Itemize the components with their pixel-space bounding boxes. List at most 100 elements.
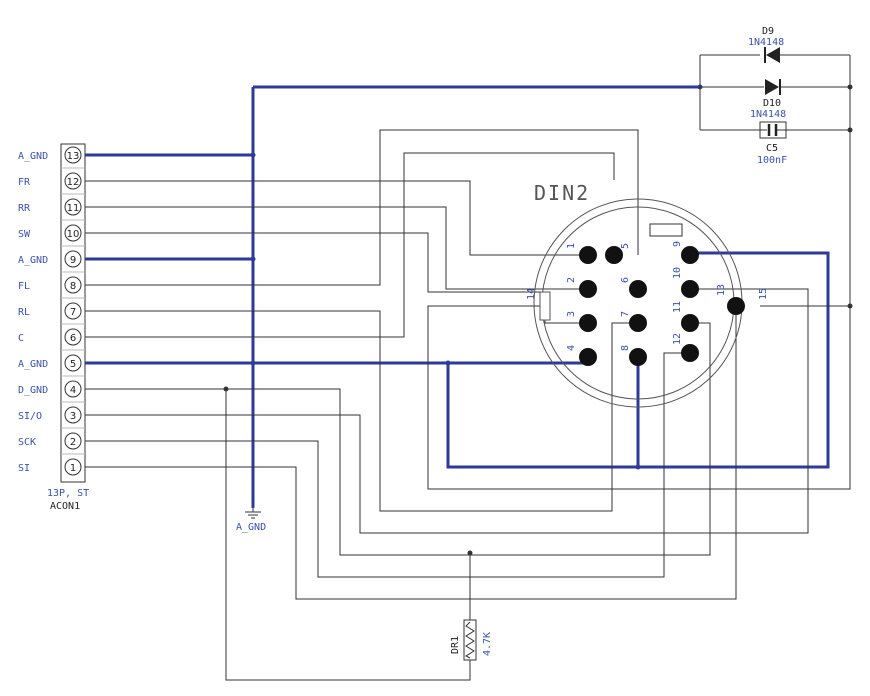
signal-wires [85, 55, 853, 681]
connector-pin-10: SW 10 [18, 219, 85, 242]
din-pin-7: 7 [620, 311, 647, 332]
agnd-net [85, 84, 830, 508]
d9-ref: D9 [762, 26, 774, 37]
connector-pin-label: SW [18, 229, 31, 240]
din-pin-number: 14 [526, 288, 537, 300]
connector-pin-number: 5 [70, 359, 76, 370]
connector-pin-number: 2 [70, 437, 76, 448]
connector-pin-label: SI/O [18, 411, 42, 422]
connector-pin-number: 3 [70, 411, 76, 422]
connector-pin-circle [64, 146, 82, 164]
connector-pin-label: A_GND [18, 255, 48, 266]
din-pin-number: 4 [566, 345, 577, 351]
d10-ref: D10 [763, 98, 781, 109]
din-pin-number: 1 [566, 243, 577, 249]
din-pin-15: 15 [758, 288, 769, 300]
connector-pin-number: 11 [67, 203, 80, 214]
din-pin-5: 5 [605, 243, 631, 264]
connector-pin-label: RR [18, 203, 31, 214]
connector-pin-11: RR 11 [18, 193, 85, 216]
c5-ref: C5 [766, 143, 778, 154]
connector-pin-7: RL 7 [18, 297, 85, 320]
connector-pin-label: A_GND [18, 359, 48, 370]
ground-label: A_GND [236, 522, 266, 533]
connector-pin-circle [64, 354, 82, 372]
diode-d10: D10 1N4148 [700, 79, 850, 120]
connector-pin-circle [64, 458, 82, 476]
connector-pin-circle [64, 224, 82, 242]
connector-pin-number: 4 [70, 385, 76, 396]
connector-pin-number: 7 [70, 307, 76, 318]
connector-pin-label: FR [18, 177, 31, 188]
connector-pin-circle [64, 432, 82, 450]
connector-ref: ACON1 [50, 501, 80, 512]
resistor-dr1: DR1 4.7K [450, 619, 493, 661]
din-pin-number: 7 [620, 311, 631, 317]
connector-pin-12: FR 12 [18, 167, 85, 190]
connector-pin-number: 13 [67, 151, 80, 162]
connector-pin-label: FL [18, 281, 30, 292]
connector-pin-label: A_GND [18, 151, 48, 162]
din-pin-12: 12 [672, 333, 699, 362]
din-pin-number: 2 [566, 277, 577, 283]
diode-d9: D9 1N4148 [700, 26, 850, 63]
din-pin-1: 1 [566, 243, 597, 264]
din-pin-number: 5 [620, 243, 631, 249]
din-pin-11: 11 [672, 301, 699, 332]
din-pin-13: 13 [716, 284, 745, 315]
connector-pin-circle [64, 302, 82, 320]
connector-pin-number: 9 [70, 255, 76, 266]
connector-pin-4: D_GND 4 [18, 375, 85, 398]
din-pin-6: 6 [620, 277, 647, 298]
connector-pin-label: RL [18, 307, 30, 318]
dr1-value: 4.7K [482, 632, 493, 656]
connector-pin-5: A_GND 5 [18, 349, 85, 372]
d9-value: 1N4148 [748, 37, 784, 48]
connector-pin-circle [64, 198, 82, 216]
connector-pin-number: 6 [70, 333, 76, 344]
din-pin-2: 2 [566, 277, 597, 298]
din-pin-number: 15 [758, 288, 769, 300]
ground-symbol: A_GND [236, 508, 266, 533]
connector-pin-3: SI/O 3 [18, 401, 85, 424]
connector-pin-13: A_GND 13 [18, 146, 82, 164]
din-pin-3: 3 [566, 311, 597, 332]
connector-pin-number: 12 [67, 177, 80, 188]
d10-value: 1N4148 [750, 109, 786, 120]
connector-pin-circle [64, 406, 82, 424]
connector-pin-9: A_GND 9 [18, 245, 85, 268]
din-pin-number: 12 [672, 333, 683, 345]
connector-pin-circle [64, 380, 82, 398]
connector-pin-2: SCK 2 [18, 427, 85, 450]
din-pin-number: 6 [620, 277, 631, 283]
din-pin-number: 8 [620, 345, 631, 351]
connector-pin-label: D_GND [18, 385, 48, 396]
connector-pin-number: 1 [70, 463, 76, 474]
din-pin-number: 9 [672, 241, 683, 247]
din-pin-number: 3 [566, 311, 577, 317]
din2-title: DIN2 [534, 181, 590, 205]
connector-type: 13P, ST [47, 488, 89, 499]
dr1-ref: DR1 [450, 636, 461, 654]
connector-pin-8: FL 8 [18, 271, 85, 294]
connector-pin-1: SI 1 [18, 453, 85, 476]
din-pin-4: 4 [566, 345, 597, 366]
connector-pin-circle [64, 276, 82, 294]
din-pin-number: 11 [672, 301, 683, 313]
connector-pin-circle [64, 328, 82, 346]
connector-pin-circle [64, 250, 82, 268]
connector-pin-number: 8 [70, 281, 76, 292]
capacitor-c5: C5 100nF [700, 121, 850, 166]
connector-pin-label: SI [18, 463, 30, 474]
connector-pin-number: 10 [67, 229, 80, 240]
connector-pin-label: SCK [18, 437, 36, 448]
din-pin-9: 9 [672, 241, 699, 264]
din-pin-number: 10 [672, 267, 683, 279]
din-pin-8: 8 [620, 345, 647, 366]
c5-value: 100nF [757, 155, 787, 166]
connector-pin-circle [64, 172, 82, 190]
din-pin-number: 13 [716, 284, 727, 296]
